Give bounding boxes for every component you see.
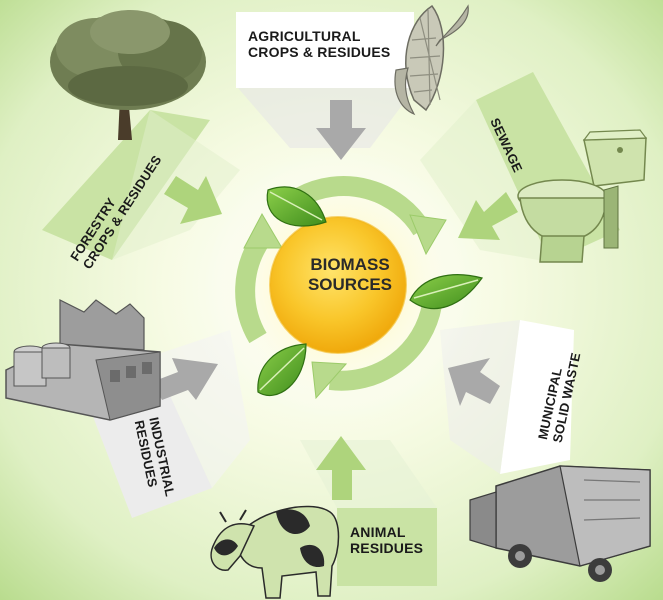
corn-icon bbox=[394, 4, 469, 116]
center-title: BIOMASS SOURCES bbox=[280, 255, 420, 296]
center-sun bbox=[270, 217, 406, 353]
label-agricultural-line1: AGRICULTURAL bbox=[248, 28, 361, 44]
arrow-from-agricultural bbox=[316, 100, 366, 160]
toilet-icon bbox=[517, 129, 648, 263]
center-title-line2: SOURCES bbox=[307, 275, 393, 295]
cow-icon bbox=[210, 505, 340, 599]
garbage-truck-icon bbox=[469, 465, 651, 582]
leaf-icon bbox=[266, 186, 327, 227]
label-agricultural: AGRICULTURAL CROPS & RESIDUES bbox=[248, 28, 390, 60]
arrow-from-forestry bbox=[164, 176, 222, 224]
arrow-from-animal bbox=[316, 436, 366, 500]
leaf-icon bbox=[257, 343, 307, 397]
center-title-line1: BIOMASS bbox=[310, 255, 390, 274]
label-animal: ANIMAL RESIDUES bbox=[350, 524, 423, 556]
ring-arrowheads bbox=[243, 212, 447, 400]
factory-icon bbox=[5, 299, 161, 421]
label-agricultural-line2: CROPS & RESIDUES bbox=[248, 44, 391, 61]
panel-agricultural bbox=[236, 12, 415, 148]
arrow-from-municipal bbox=[448, 358, 500, 406]
tree-icon bbox=[50, 10, 206, 140]
leaf-icon bbox=[409, 274, 483, 310]
arrow-from-industrial bbox=[152, 358, 218, 400]
arrow-from-sewage bbox=[458, 192, 518, 240]
label-animal-line1: ANIMAL bbox=[350, 524, 406, 540]
label-animal-line2: RESIDUES bbox=[350, 540, 424, 557]
